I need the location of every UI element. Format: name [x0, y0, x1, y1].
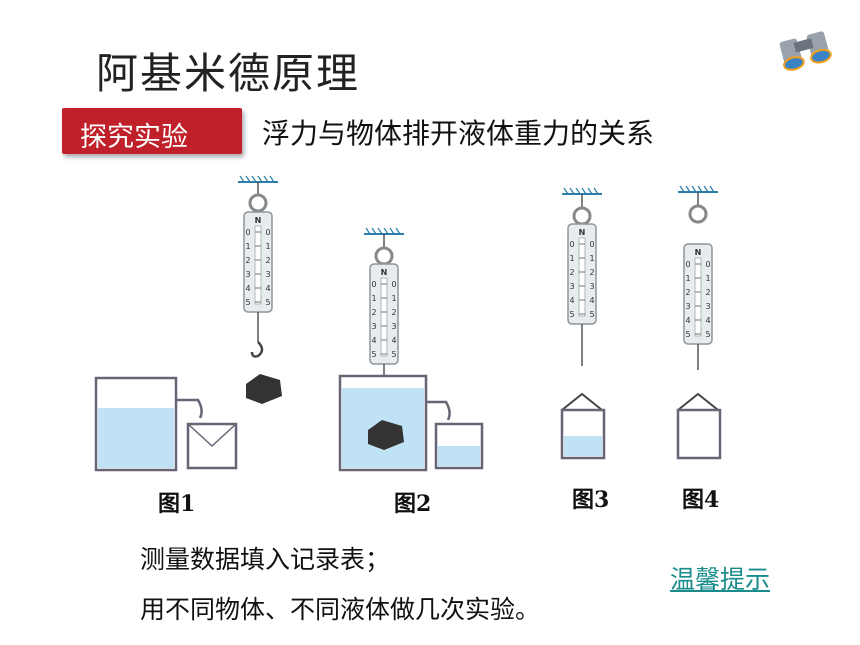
scale-tick-label: 0 — [265, 228, 270, 237]
scale-tick-label: 1 — [245, 242, 250, 251]
scale-tick-label: 2 — [685, 288, 690, 297]
scale-tick-label: 2 — [245, 256, 250, 265]
experiment-subtitle: 浮力与物体排开液体重力的关系 — [262, 117, 655, 150]
scale-tick-label: 0 — [371, 280, 376, 289]
scale-tick-label: 5 — [569, 310, 574, 319]
scale-unit-label: N — [695, 248, 702, 257]
scale-tick-label: 4 — [569, 296, 574, 305]
scale-tick-label: 3 — [685, 302, 690, 311]
figure-caption-4: 图4 — [682, 487, 720, 513]
scale-tick-label: 2 — [569, 268, 574, 277]
hint-link[interactable]: 温馨提示 — [670, 565, 771, 594]
scale-tick-label: 3 — [245, 270, 250, 279]
scale-tick-label: 2 — [589, 268, 594, 277]
figure-caption-3: 图3 — [572, 487, 610, 513]
scale-tick-label: 5 — [685, 330, 690, 339]
figure-caption-2: 图2 — [394, 491, 432, 517]
scale-tick-label: 3 — [589, 282, 594, 291]
experiment-tag: 探究实验 — [62, 108, 242, 154]
scale-tick-label: 5 — [705, 330, 710, 339]
scale-tick-label: 1 — [569, 254, 574, 263]
scale-unit-label: N — [579, 228, 586, 237]
scale-tick-label: 4 — [265, 284, 270, 293]
figure-caption-1: 图1 — [158, 491, 196, 517]
scale-tick-label: 5 — [589, 310, 594, 319]
scale-tick-label: 5 — [391, 350, 396, 359]
scale-tick-label: 0 — [705, 260, 710, 269]
scale-tick-label: 1 — [705, 274, 710, 283]
scale-tick-label: 5 — [265, 298, 270, 307]
scale-tick-label: 5 — [371, 350, 376, 359]
page-title: 阿基米德原理 — [96, 49, 361, 98]
experiment-tag-label: 探究实验 — [80, 122, 188, 153]
scale-tick-label: 0 — [589, 240, 594, 249]
scale-tick-label: 2 — [371, 308, 376, 317]
binoculars-icon[interactable] — [775, 22, 835, 72]
scale-tick-label: 4 — [245, 284, 250, 293]
scale-tick-label: 2 — [265, 256, 270, 265]
scale-tick-label: 2 — [391, 308, 396, 317]
scale-tick-label: 1 — [685, 274, 690, 283]
scale-tick-label: 4 — [685, 316, 690, 325]
scale-tick-label: 4 — [391, 336, 396, 345]
note-line-1: 测量数据填入记录表； — [140, 545, 391, 574]
scale-tick-label: 0 — [391, 280, 396, 289]
scale-tick-label: 1 — [391, 294, 396, 303]
scale-tick-label: 0 — [685, 260, 690, 269]
scale-tick-label: 3 — [391, 322, 396, 331]
scale-tick-label: 2 — [705, 288, 710, 297]
scale-tick-label: 4 — [705, 316, 710, 325]
scale-tick-label: 1 — [589, 254, 594, 263]
scale-tick-label: 5 — [245, 298, 250, 307]
scale-tick-label: 0 — [569, 240, 574, 249]
scale-unit-label: N — [381, 268, 388, 277]
scale-tick-label: 3 — [569, 282, 574, 291]
scale-tick-label: 3 — [371, 322, 376, 331]
scale-tick-label: 4 — [371, 336, 376, 345]
scale-tick-label: 3 — [705, 302, 710, 311]
scale-tick-label: 0 — [245, 228, 250, 237]
scale-unit-label: N — [255, 216, 262, 225]
scale-tick-label: 1 — [265, 242, 270, 251]
note-line-2: 用不同物体、不同液体做几次实验。 — [140, 595, 541, 624]
scale-tick-label: 4 — [589, 296, 594, 305]
scale-tick-label: 3 — [265, 270, 270, 279]
scale-tick-label: 1 — [371, 294, 376, 303]
